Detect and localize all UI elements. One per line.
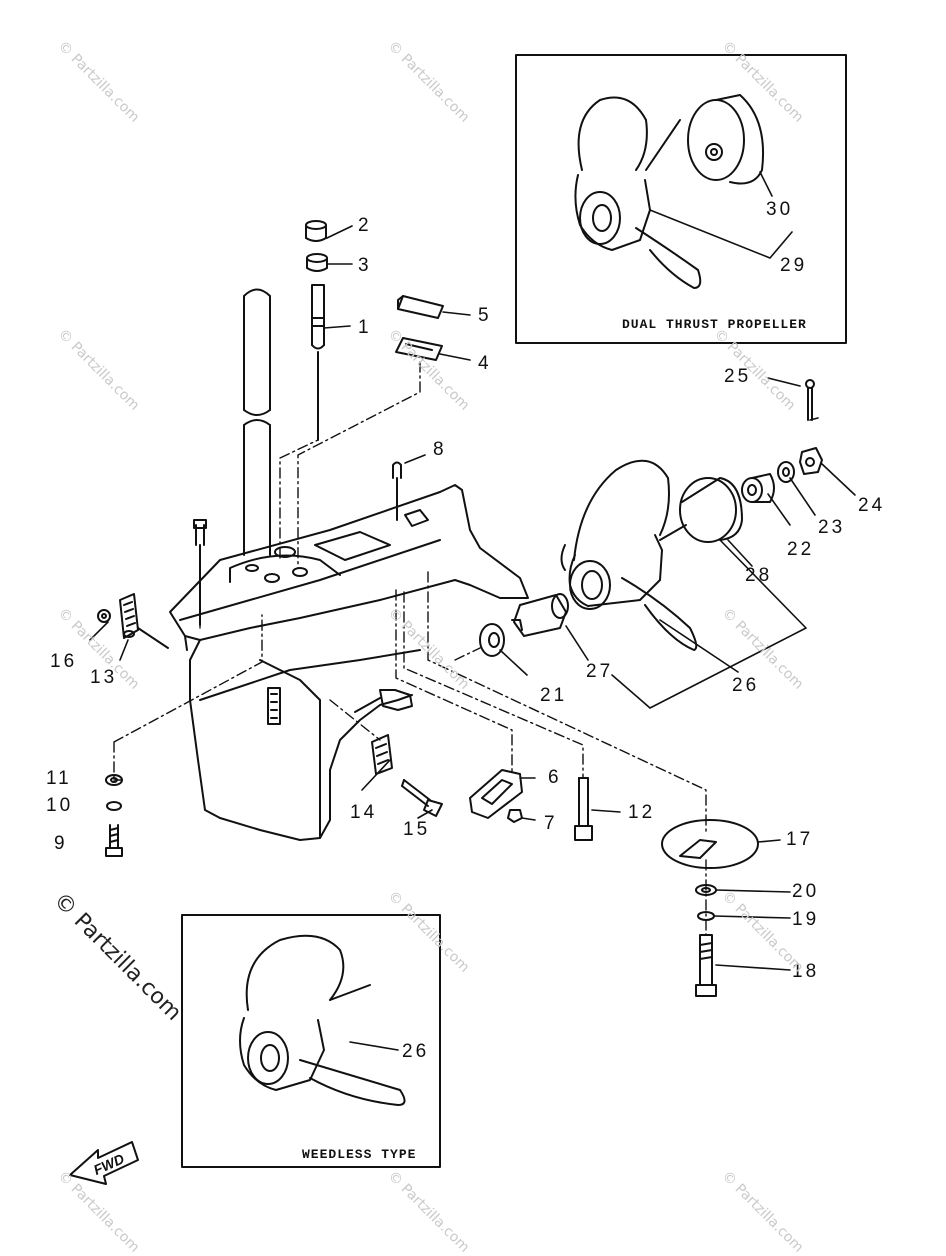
washer-10 (106, 801, 122, 811)
callout-12: 12 (628, 802, 656, 823)
callout-30: 30 (766, 199, 794, 220)
callout-26-weedless: 26 (402, 1041, 430, 1062)
exploded-parts-diagram: FWD (69, 54, 856, 1185)
bolt-18 (695, 934, 717, 997)
centre-lines (113, 351, 707, 936)
callout-14: 14 (350, 802, 378, 823)
dual-thrust-propeller-29 (574, 96, 702, 289)
callout-4: 4 (478, 353, 492, 374)
disc-30 (687, 94, 765, 185)
callout-16: 16 (50, 651, 78, 672)
callout-10: 10 (46, 795, 74, 816)
spacer-22 (741, 473, 775, 503)
callout-19: 19 (792, 909, 820, 930)
bolt-15 (401, 779, 443, 817)
callout-28: 28 (745, 565, 773, 586)
dual-thrust-inset-box (515, 54, 847, 344)
weedless-inset-box (181, 914, 441, 1168)
callout-22: 22 (787, 539, 815, 560)
weedless-propeller-26 (239, 934, 406, 1106)
callout-21: 21 (540, 685, 568, 706)
callout-9: 9 (54, 833, 68, 854)
spacer-27 (511, 593, 569, 637)
trim-tab-13 (119, 593, 169, 649)
drive-shaft (243, 288, 271, 556)
lower-casing (169, 484, 529, 841)
anode-14 (371, 734, 393, 775)
fwd-arrow-icon (69, 1141, 139, 1185)
collar-3 (306, 253, 328, 272)
bushing-2 (305, 220, 327, 242)
callout-29: 29 (780, 255, 808, 276)
cover-4 (395, 337, 443, 361)
callout-13: 13 (90, 667, 118, 688)
callout-7: 7 (544, 813, 558, 834)
weedless-title: WEEDLESS TYPE (302, 1147, 417, 1162)
anode-5 (397, 295, 444, 319)
propeller-26 (560, 459, 698, 651)
callout-18: 18 (792, 961, 820, 982)
callout-17: 17 (786, 829, 814, 850)
callout-3: 3 (358, 255, 372, 276)
callout-5: 5 (478, 305, 492, 326)
callout-8: 8 (433, 439, 447, 460)
leader-lines (89, 171, 856, 1051)
callout-11: 11 (46, 768, 72, 789)
nut-16 (97, 609, 111, 623)
nut-24 (799, 447, 823, 475)
ring-28 (679, 477, 743, 543)
callout-23: 23 (818, 517, 846, 538)
dual-thrust-title: DUAL THRUST PROPELLER (622, 317, 807, 332)
cotter-pin-25 (805, 379, 815, 421)
callout-15: 15 (403, 819, 431, 840)
washer-plate-17 (661, 819, 759, 869)
callout-1: 1 (358, 317, 372, 338)
callout-27: 27 (586, 661, 614, 682)
bolt-12 (574, 777, 593, 841)
screw-7 (507, 809, 523, 823)
thrust-washer-21 (479, 623, 505, 657)
callout-6: 6 (548, 767, 562, 788)
screw-9 (105, 824, 123, 857)
callout-26: 26 (732, 675, 760, 696)
callout-2: 2 (358, 215, 372, 236)
callout-20: 20 (792, 881, 820, 902)
callout-25: 25 (724, 366, 752, 387)
washer-23 (777, 461, 795, 483)
callout-24: 24 (858, 495, 886, 516)
plug-8 (392, 461, 402, 521)
cover-6 (469, 769, 523, 819)
